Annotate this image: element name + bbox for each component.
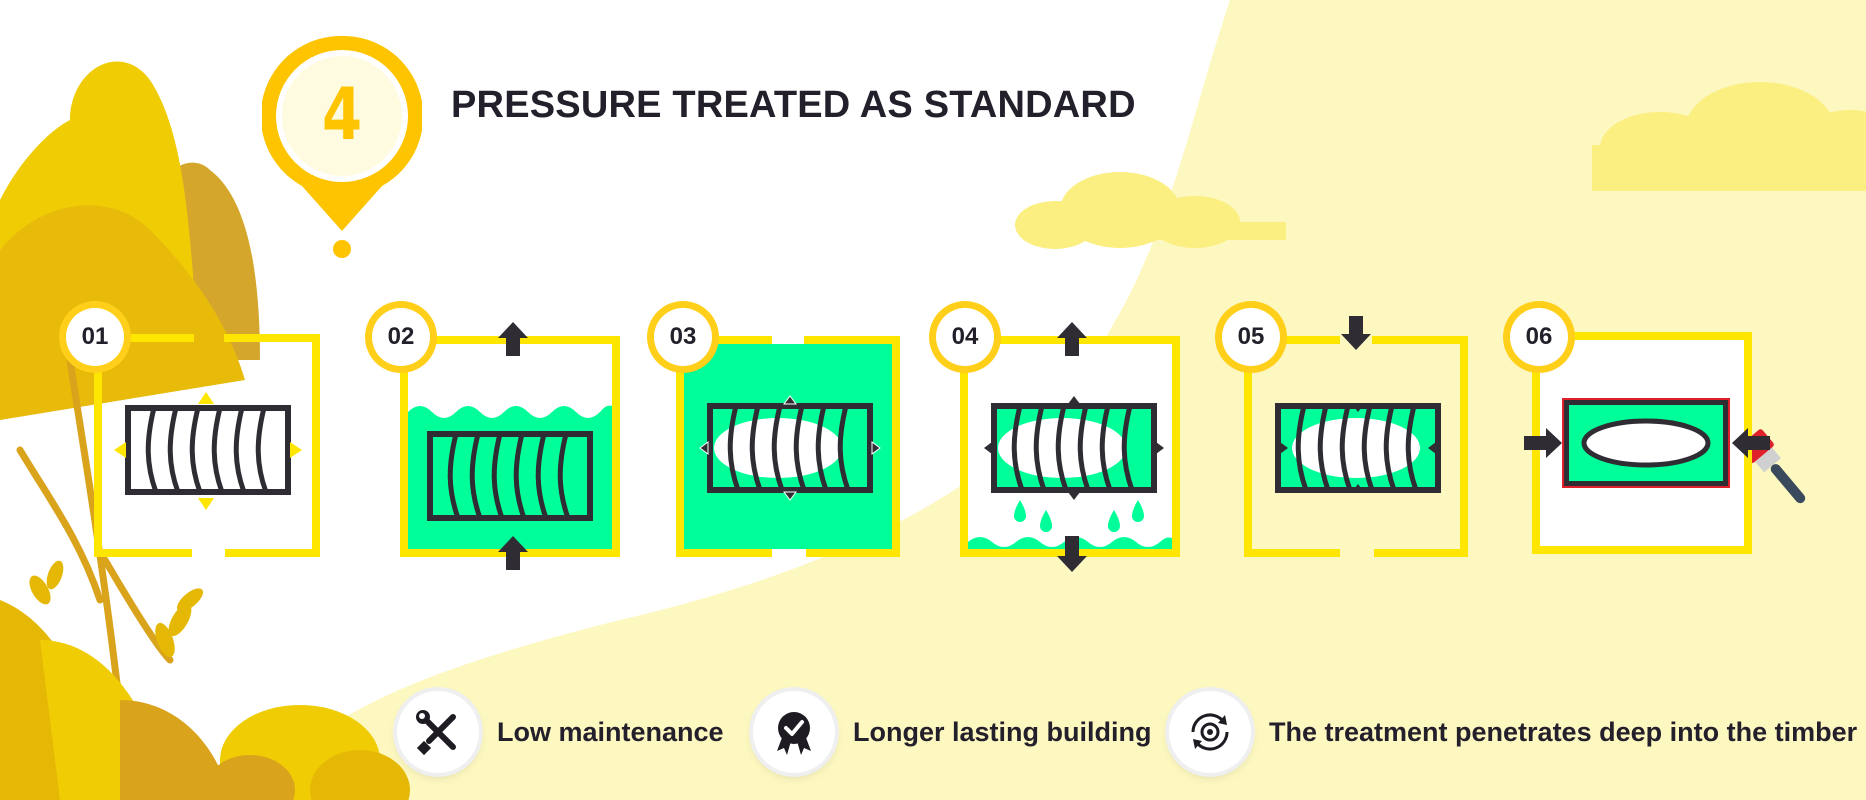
feature-longer-lasting: Longer lasting building xyxy=(753,688,1151,776)
step-pin: 4 xyxy=(260,35,424,258)
step-badge: 02 xyxy=(372,308,430,366)
timber-expanding-icon xyxy=(94,334,320,557)
step-card-06: 06 xyxy=(1510,300,1770,570)
step-card-02: 02 xyxy=(372,300,620,570)
map-pin-icon xyxy=(260,35,424,258)
step-card-01: 01 xyxy=(66,300,320,570)
feature-label: Low maintenance xyxy=(497,716,724,747)
step-card-03: 03 xyxy=(654,300,900,570)
tree-front xyxy=(0,61,245,421)
quality-badge-icon xyxy=(753,691,835,773)
feature-label: Longer lasting building xyxy=(853,716,1152,747)
feature-low-maintenance: Low maintenance xyxy=(397,688,724,776)
step-badge: 01 xyxy=(66,308,124,366)
timber-compressing-icon xyxy=(1244,316,1468,557)
wrench-screwdriver-icon xyxy=(397,691,479,773)
cloud-right xyxy=(1592,82,1866,191)
timber-pressurized-icon xyxy=(676,336,900,557)
feature-deep-penetration: The treatment penetrates deep into the t… xyxy=(1169,688,1857,776)
timber-draining-icon xyxy=(960,322,1180,572)
cloud-left xyxy=(1015,172,1286,249)
timber-treated-icon xyxy=(1524,332,1770,554)
step-badge: 03 xyxy=(654,308,712,366)
step-badge: 05 xyxy=(1222,308,1280,366)
gear-cycle-icon xyxy=(1169,691,1251,773)
plant-leaves xyxy=(0,600,410,800)
page-title: PRESSURE TREATED AS STANDARD xyxy=(451,84,1136,126)
step-badge: 04 xyxy=(936,308,994,366)
step-number: 4 xyxy=(321,72,363,156)
leaf-sprigs xyxy=(29,560,204,658)
feature-label: The treatment penetrates deep into the t… xyxy=(1269,716,1858,747)
timber-submerged-icon xyxy=(400,322,620,570)
step-card-04: 04 xyxy=(936,300,1180,572)
step-card-05: 05 xyxy=(1222,300,1468,570)
step-badge: 06 xyxy=(1510,308,1568,366)
